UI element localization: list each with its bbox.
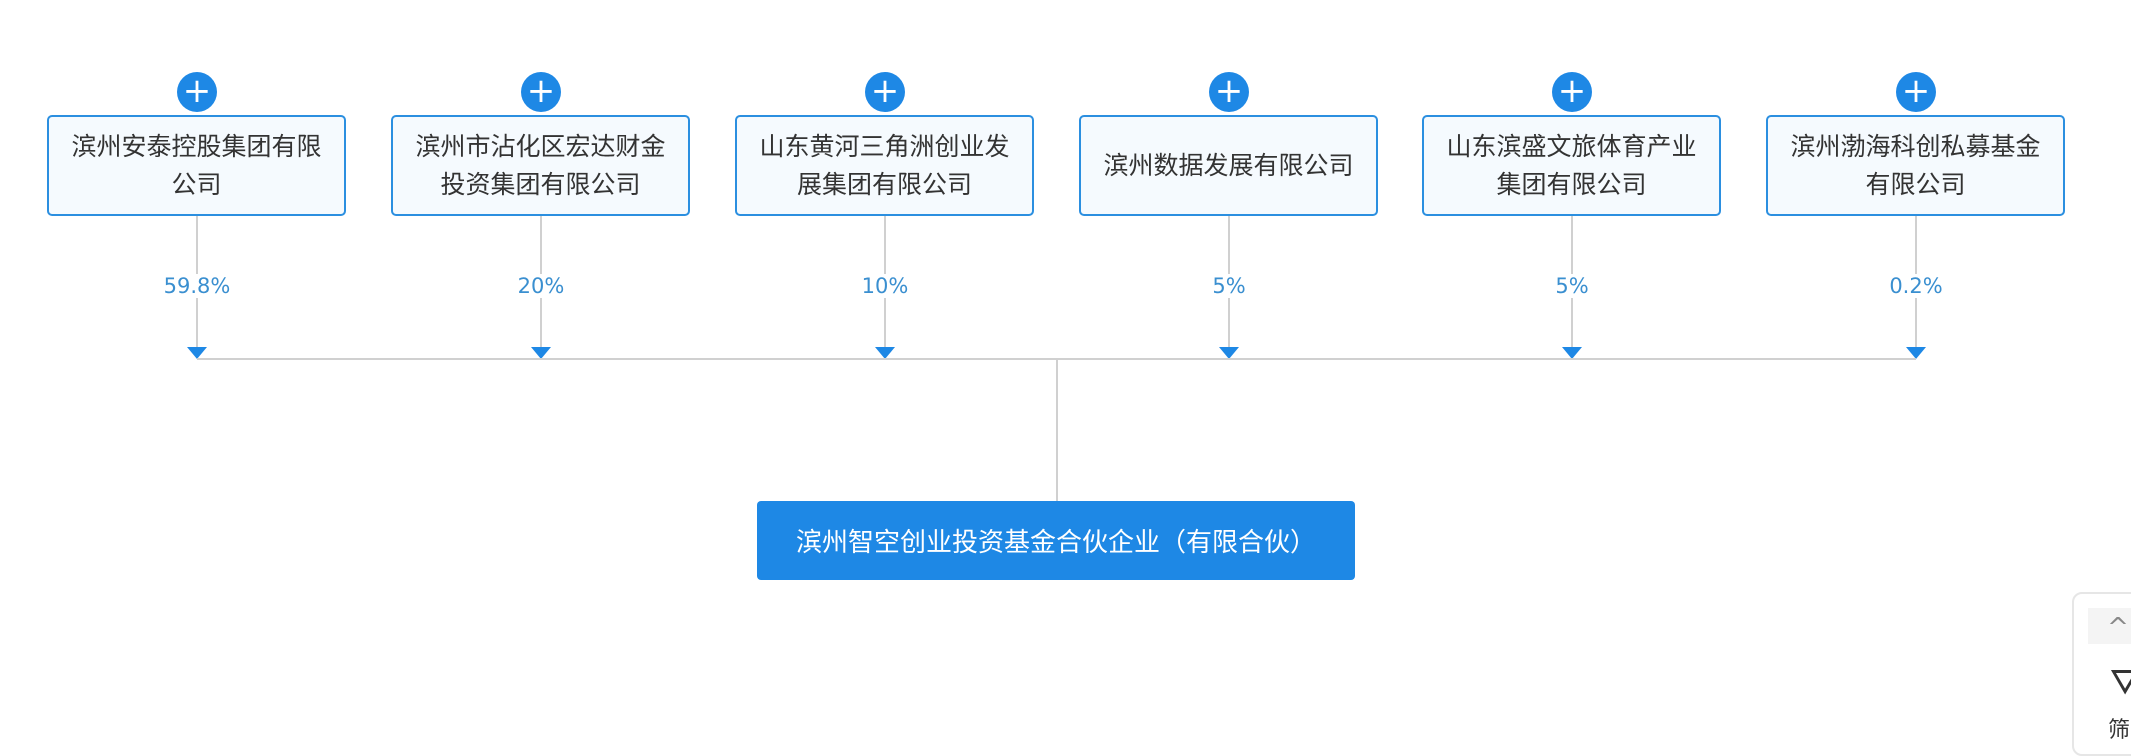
expand-button[interactable]: + [865,72,905,112]
shareholder-node[interactable]: 山东黄河三角洲创业发展集团有限公司 [735,115,1034,216]
shareholding-percent: 5% [1512,274,1632,298]
connector-to-target [1056,359,1058,501]
expand-button[interactable]: + [521,72,561,112]
shareholder-node[interactable]: 滨州安泰控股集团有限公司 [47,115,346,216]
side-toolbar: ^ ⛛ 筛 [2072,592,2131,756]
filter-label[interactable]: 筛 [2108,718,2131,743]
shareholding-percent: 20% [481,274,601,298]
filter-icon[interactable]: ⛛ [2110,662,2131,703]
shareholder-node[interactable]: 山东滨盛文旅体育产业集团有限公司 [1422,115,1721,216]
collapse-button[interactable]: ^ [2088,608,2131,644]
shareholding-percent: 0.2% [1856,274,1976,298]
arrow-down-icon [531,347,551,359]
shareholder-node[interactable]: 滨州市沾化区宏达财金投资集团有限公司 [391,115,690,216]
shareholding-percent: 59.8% [137,274,257,298]
shareholding-percent: 5% [1169,274,1289,298]
arrow-down-icon [1906,347,1926,359]
arrow-down-icon [187,347,207,359]
arrow-down-icon [875,347,895,359]
shareholder-node[interactable]: 滨州渤海科创私募基金有限公司 [1766,115,2065,216]
shareholder-node[interactable]: 滨州数据发展有限公司 [1079,115,1378,216]
expand-button[interactable]: + [177,72,217,112]
shareholding-percent: 10% [825,274,945,298]
expand-button[interactable]: + [1896,72,1936,112]
target-company-node[interactable]: 滨州智空创业投资基金合伙企业（有限合伙） [757,501,1355,580]
expand-button[interactable]: + [1552,72,1592,112]
arrow-down-icon [1219,347,1239,359]
expand-button[interactable]: + [1209,72,1249,112]
arrow-down-icon [1562,347,1582,359]
